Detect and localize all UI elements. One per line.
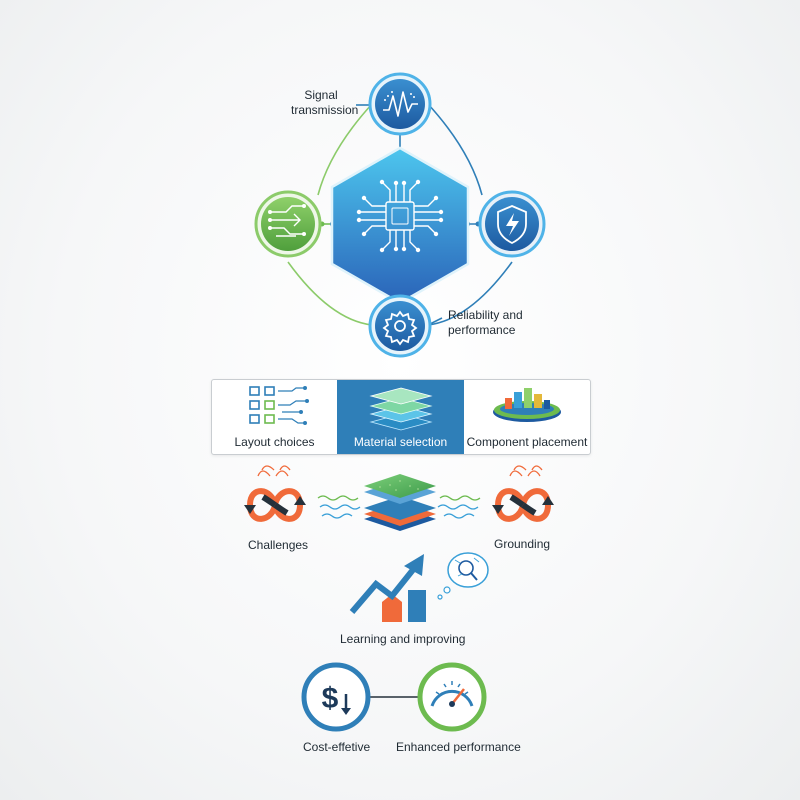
gear-icon <box>368 294 432 358</box>
shield-lightning-icon <box>478 190 546 258</box>
reliability-label-line2: performance <box>448 323 516 337</box>
material-layers-icon <box>369 387 433 431</box>
layout-choices-label: Layout choices <box>234 435 315 449</box>
cost-effective-label: Cost-effetive <box>303 740 371 754</box>
material-selection-cell: Material selection <box>337 380 464 454</box>
material-selection-label: Material selection <box>353 435 448 449</box>
component-placement-label: Component placement <box>466 435 588 449</box>
microchip-icon <box>360 181 440 251</box>
component-placement-cell: Component placement <box>464 380 590 454</box>
component-placement-icon <box>493 388 561 422</box>
layout-choices-cell: Layout choices <box>212 380 337 454</box>
signal-transmission-label: Signal transmission <box>291 88 359 118</box>
signal-label-line2: transmission <box>291 103 359 117</box>
signal-waveform-icon <box>368 72 432 136</box>
signal-label-line1: Signal <box>304 88 338 102</box>
design-choices-panel: Layout choices Material selection Compon… <box>211 379 591 455</box>
circuit-traces-icon <box>254 190 322 258</box>
grounding-label: Grounding <box>494 537 551 551</box>
layout-grid-icon <box>249 386 309 425</box>
enhanced-performance-label: Enhanced performance <box>396 740 521 754</box>
reliability-label-line1: Reliability and <box>448 308 523 322</box>
learning-improving-label: Learning and improving <box>340 632 466 646</box>
challenges-label: Challenges <box>248 538 309 552</box>
reliability-performance-label: Reliability and performance <box>448 308 523 338</box>
central-chip-hexagon <box>330 146 470 305</box>
